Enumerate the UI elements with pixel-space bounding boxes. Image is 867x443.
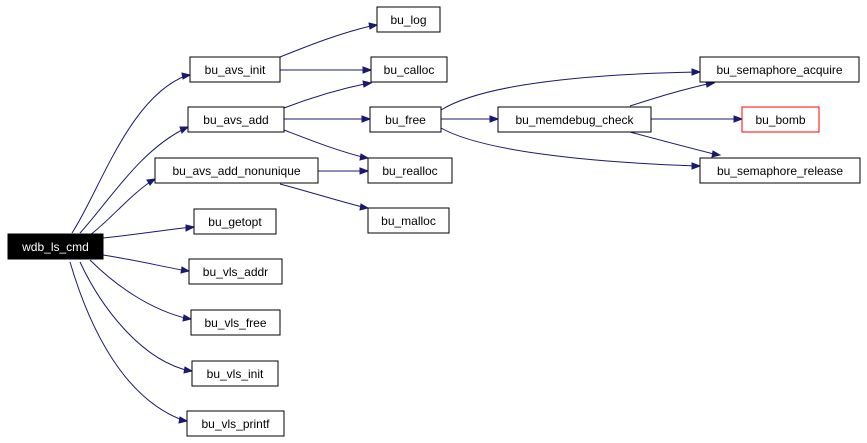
- node-label: bu_avs_add_nonunique: [172, 164, 300, 178]
- node-bu_avs_init[interactable]: bu_avs_init: [189, 56, 281, 83]
- node-bu_memdebug_check[interactable]: bu_memdebug_check: [497, 106, 652, 133]
- edge-bu_free-bu_semaphore_release: [440, 127, 699, 167]
- node-label: bu_getopt: [208, 215, 262, 229]
- node-box: [369, 106, 442, 133]
- call-graph-arrowheads: [146, 22, 744, 424]
- edge-wdb_ls_cmd-bu_avs_init: [71, 74, 189, 234]
- node-bu_vls_addr[interactable]: bu_vls_addr: [188, 258, 283, 285]
- node-label: bu_log: [390, 13, 426, 27]
- edge-wdb_ls_cmd-bu_vls_free: [89, 259, 190, 320]
- node-label: bu_avs_add: [203, 113, 268, 127]
- arrowhead-bu_avs_add: [179, 126, 190, 134]
- node-box: [191, 360, 279, 387]
- node-bu_vls_printf[interactable]: bu_vls_printf: [186, 410, 285, 437]
- arrowhead-bu_vls_init: [183, 366, 194, 374]
- node-box: [186, 410, 285, 437]
- node-bu_bomb[interactable]: bu_bomb: [741, 106, 820, 133]
- edge-wdb_ls_cmd-bu_vls_printf: [69, 261, 186, 422]
- node-label: bu_calloc: [384, 63, 435, 77]
- node-bu_realloc[interactable]: bu_realloc: [367, 157, 453, 184]
- arrowhead-bu_avs_add_nonunique: [146, 178, 157, 186]
- arrowhead-bu_free: [361, 115, 372, 123]
- node-box: [190, 309, 281, 336]
- edge-bu_avs_init-bu_log: [279, 24, 376, 58]
- edge-bu_avs_add-bu_calloc: [283, 82, 370, 109]
- node-box: [193, 208, 277, 235]
- node-bu_calloc[interactable]: bu_calloc: [370, 56, 448, 83]
- arrowhead-bu_semaphore_release-from-free: [691, 162, 702, 170]
- node-bu_avs_add_nonunique[interactable]: bu_avs_add_nonunique: [154, 157, 319, 184]
- node-box: [367, 157, 453, 184]
- edge-bu_memdebug_check-bu_semaphore_acquire: [629, 82, 713, 107]
- call-graph-edges: [69, 24, 740, 422]
- arrowhead-bu_memdebug_check: [489, 115, 500, 123]
- node-box: [7, 233, 104, 260]
- arrowhead-bu_getopt: [185, 224, 196, 232]
- node-wdb_ls_cmd[interactable]: wdb_ls_cmd: [7, 233, 104, 260]
- node-label: bu_vls_printf: [201, 417, 270, 431]
- arrowhead-bu_realloc-from-nonunique: [359, 167, 370, 175]
- edge-wdb_ls_cmd-bu_vls_init: [79, 261, 191, 372]
- edge-wdb_ls_cmd-bu_avs_add: [79, 127, 187, 234]
- arrowhead-bu_bomb: [733, 115, 744, 123]
- node-label: bu_vls_init: [207, 367, 264, 381]
- arrowhead-bu_vls_free: [182, 314, 193, 322]
- node-bu_semaphore_acquire[interactable]: bu_semaphore_acquire: [699, 56, 860, 83]
- arrowhead-bu_calloc-from-init: [362, 66, 373, 74]
- node-bu_getopt[interactable]: bu_getopt: [193, 208, 277, 235]
- node-label: bu_memdebug_check: [515, 113, 634, 127]
- node-box: [370, 56, 448, 83]
- node-bu_log[interactable]: bu_log: [376, 6, 441, 33]
- node-label: bu_avs_init: [205, 63, 266, 77]
- arrowhead-bu_avs_init: [181, 72, 192, 80]
- arrowhead-bu_semaphore_release-from-memdebug: [711, 150, 722, 158]
- node-label: bu_bomb: [755, 113, 805, 127]
- edge-wdb_ls_cmd-bu_avs_add_nonunique: [89, 179, 154, 236]
- edge-bu_avs_add_nonunique-bu_malloc: [279, 183, 367, 209]
- edge-bu_memdebug_check-bu_semaphore_release: [629, 131, 719, 156]
- node-box: [741, 106, 820, 133]
- node-box: [376, 6, 441, 33]
- node-box: [699, 56, 860, 83]
- node-box: [699, 157, 861, 184]
- node-box: [497, 106, 652, 133]
- edge-bu_free-bu_semaphore_acquire: [440, 71, 699, 111]
- arrowhead-bu_log: [368, 22, 379, 30]
- node-bu_vls_free[interactable]: bu_vls_free: [190, 309, 281, 336]
- node-bu_semaphore_release[interactable]: bu_semaphore_release: [699, 157, 861, 184]
- node-label: wdb_ls_cmd: [21, 240, 89, 254]
- arrowhead-bu_vls_printf: [178, 416, 189, 424]
- edge-wdb_ls_cmd-bu_vls_addr: [102, 254, 188, 272]
- node-label: bu_realloc: [382, 164, 437, 178]
- edge-wdb_ls_cmd-bu_getopt: [102, 226, 193, 239]
- node-box: [367, 207, 450, 234]
- node-label: bu_vls_free: [204, 316, 266, 330]
- node-bu_avs_add[interactable]: bu_avs_add: [187, 106, 285, 133]
- node-label: bu_malloc: [381, 214, 436, 228]
- node-label: bu_semaphore_release: [717, 164, 843, 178]
- node-bu_free[interactable]: bu_free: [369, 106, 442, 133]
- arrowhead-bu_malloc: [359, 203, 370, 211]
- arrowhead-bu_vls_addr: [180, 266, 191, 274]
- node-bu_malloc[interactable]: bu_malloc: [367, 207, 450, 234]
- call-graph-nodes: wdb_ls_cmd bu_avs_init bu_avs_add bu_avs…: [7, 6, 861, 437]
- node-box: [154, 157, 319, 184]
- arrowhead-bu_semaphore_acquire-from-free: [691, 68, 702, 76]
- node-bu_vls_init[interactable]: bu_vls_init: [191, 360, 279, 387]
- arrowhead-bu_realloc-from-add: [359, 153, 370, 161]
- arrowhead-bu_calloc-from-add: [362, 80, 373, 88]
- node-box: [188, 258, 283, 285]
- node-box: [187, 106, 285, 133]
- node-label: bu_free: [385, 113, 426, 127]
- node-label: bu_semaphore_acquire: [716, 63, 842, 77]
- node-box: [189, 56, 281, 83]
- node-label: bu_vls_addr: [203, 265, 268, 279]
- edge-bu_avs_add-bu_realloc: [283, 129, 367, 159]
